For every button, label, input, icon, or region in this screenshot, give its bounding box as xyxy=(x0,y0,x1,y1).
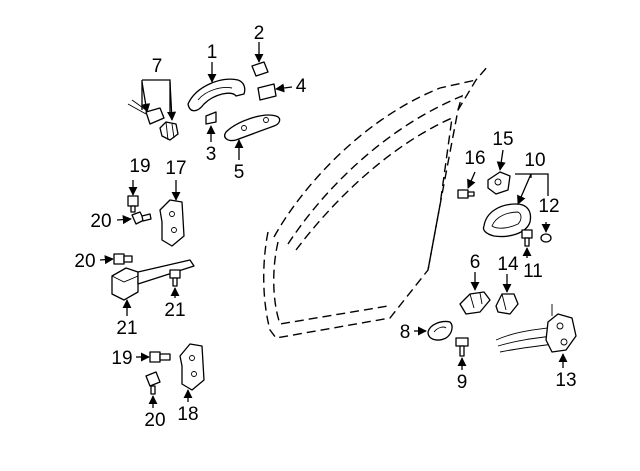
callout-8: 8 xyxy=(400,322,411,343)
callout-23: 21 xyxy=(164,300,185,321)
callout-17: 17 xyxy=(165,158,186,179)
outside-handle-part-1: 1 xyxy=(187,42,246,112)
door-outline xyxy=(263,65,489,339)
callout-9: 9 xyxy=(457,372,468,393)
callout-20-lower: 20 xyxy=(144,410,165,431)
bolt-part-23: 21 xyxy=(164,269,186,321)
bolt-part-20-upper: 20 xyxy=(90,211,152,232)
callout-4: 4 xyxy=(296,76,307,97)
lock-cylinder-part-7: 7 xyxy=(127,56,179,141)
callout-20-upper: 20 xyxy=(90,211,111,232)
callout-15: 15 xyxy=(492,129,513,150)
bolt-part-19-lower: 19 xyxy=(111,348,171,369)
bolt-part-19-upper: 19 xyxy=(127,156,151,213)
callout-19-lower: 19 xyxy=(111,348,132,369)
callout-11: 11 xyxy=(523,261,543,282)
cap-part-12: 12 xyxy=(538,196,560,243)
callout-16: 16 xyxy=(464,148,485,169)
callout-18: 18 xyxy=(177,404,198,425)
callout-13: 13 xyxy=(555,370,576,391)
callout-10: 10 xyxy=(524,150,545,171)
handle-base-part-5: 5 xyxy=(224,114,281,183)
callout-3: 3 xyxy=(206,144,217,165)
door-check-part-21: 21 xyxy=(111,259,195,339)
clip-part-14: 14 xyxy=(495,254,519,315)
handle-cap-part-2: 2 xyxy=(251,23,269,77)
pad-part-3: 3 xyxy=(205,111,217,165)
bezel-part-15: 15 xyxy=(487,129,514,195)
callout-1: 1 xyxy=(207,42,218,63)
callout-6: 6 xyxy=(470,252,481,273)
screw-part-16: 16 xyxy=(457,148,486,199)
callout-2: 2 xyxy=(254,23,265,44)
callout-12: 12 xyxy=(538,196,559,217)
bracket-part-6: 6 xyxy=(459,252,491,315)
bolt-part-22: 20 xyxy=(74,251,133,272)
callout-14: 14 xyxy=(497,254,519,275)
gasket-part-4: 4 xyxy=(257,76,307,101)
inside-handle-part-10: 10 xyxy=(482,150,549,238)
callout-19-upper: 19 xyxy=(129,156,150,177)
callout-7: 7 xyxy=(152,56,163,77)
callout-21: 21 xyxy=(116,318,137,339)
screw-part-11: 11 xyxy=(521,229,543,282)
cover-part-8: 8 xyxy=(400,320,453,343)
screw-part-9: 9 xyxy=(455,337,469,393)
upper-hinge-part-17: 17 xyxy=(159,158,187,247)
callout-5: 5 xyxy=(234,162,245,183)
bolt-part-20-lower: 20 xyxy=(144,371,166,431)
lower-hinge-part-18: 18 xyxy=(177,343,205,425)
callout-22: 20 xyxy=(74,251,95,272)
latch-part-13: 13 xyxy=(495,304,577,391)
